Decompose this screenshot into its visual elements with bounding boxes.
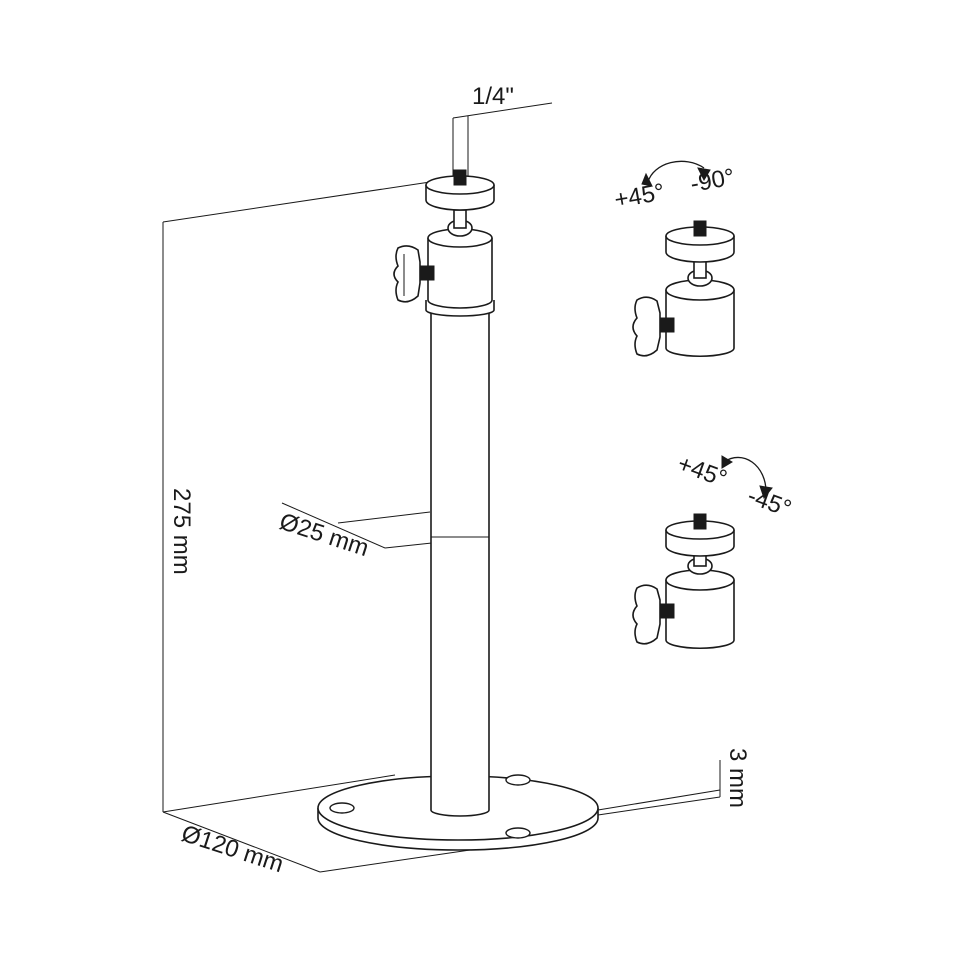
base-diameter-frame — [162, 811, 471, 873]
thickness-label: 3 mm — [724, 748, 751, 808]
base-diameter-label: Ø120 mm — [178, 820, 287, 878]
thread-leader — [452, 102, 553, 178]
height-dimension-frame — [162, 181, 431, 813]
thread-screw — [453, 169, 467, 186]
tube — [430, 312, 490, 817]
head-view-top — [632, 160, 735, 358]
base-hole — [505, 827, 531, 839]
base-hole — [505, 774, 531, 786]
base-plate — [317, 774, 599, 851]
top-angle-left: +45° — [612, 179, 666, 214]
height-label: 275 mm — [168, 488, 195, 575]
head-view-bottom — [632, 455, 773, 650]
tube-diameter-label: Ø25 mm — [276, 508, 372, 562]
base-hole — [329, 802, 355, 814]
main-ball-head — [393, 169, 495, 317]
thread-label: 1/4" — [472, 83, 514, 110]
lock-knob — [393, 245, 421, 303]
top-angle-right: -90° — [688, 164, 736, 198]
thickness-leader — [597, 760, 721, 816]
bottom-angle-right: -45° — [744, 482, 795, 523]
